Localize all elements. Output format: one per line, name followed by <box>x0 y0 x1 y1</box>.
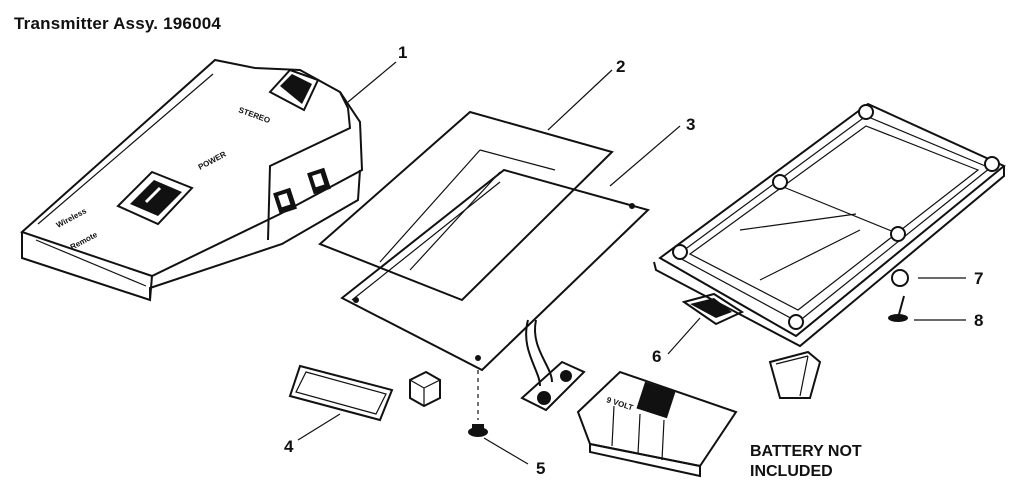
diagram-title: Transmitter Assy. 196004 <box>14 14 222 33</box>
callout-8: 8 <box>974 311 983 330</box>
battery-snap <box>520 360 586 412</box>
callout-5: 5 <box>536 459 545 478</box>
wireless-label: Wireless <box>55 206 89 230</box>
rubber-foot <box>768 350 822 399</box>
part-5-screw <box>468 370 488 437</box>
part-1-transmitter-housing: POWER Wireless Remote STEREO <box>20 58 364 302</box>
remote-label: Remote <box>69 230 100 252</box>
part-7-washer <box>891 269 909 287</box>
callout-2: 2 <box>616 57 625 76</box>
leader-lines <box>297 61 966 465</box>
bottom-case <box>653 102 1006 348</box>
battery-note-line1: BATTERY NOT <box>750 443 862 460</box>
part-2-window <box>318 110 614 302</box>
callout-4: 4 <box>284 437 294 456</box>
part-4-label-plate <box>288 364 394 422</box>
battery-9v: 9 VOLT <box>576 370 738 478</box>
callout-1: 1 <box>398 43 407 62</box>
callout-3: 3 <box>686 115 695 134</box>
callout-7: 7 <box>974 269 983 288</box>
battery-label: 9 VOLT <box>605 395 634 412</box>
callout-6: 6 <box>652 347 661 366</box>
power-label: POWER <box>197 150 228 172</box>
foot-cube <box>409 370 441 408</box>
stereo-label: STEREO <box>237 105 271 125</box>
part-3-circuit-board <box>340 168 650 387</box>
part-8-screw <box>888 295 908 322</box>
part-6-clip <box>681 292 745 326</box>
battery-note-line2: INCLUDED <box>750 463 833 480</box>
